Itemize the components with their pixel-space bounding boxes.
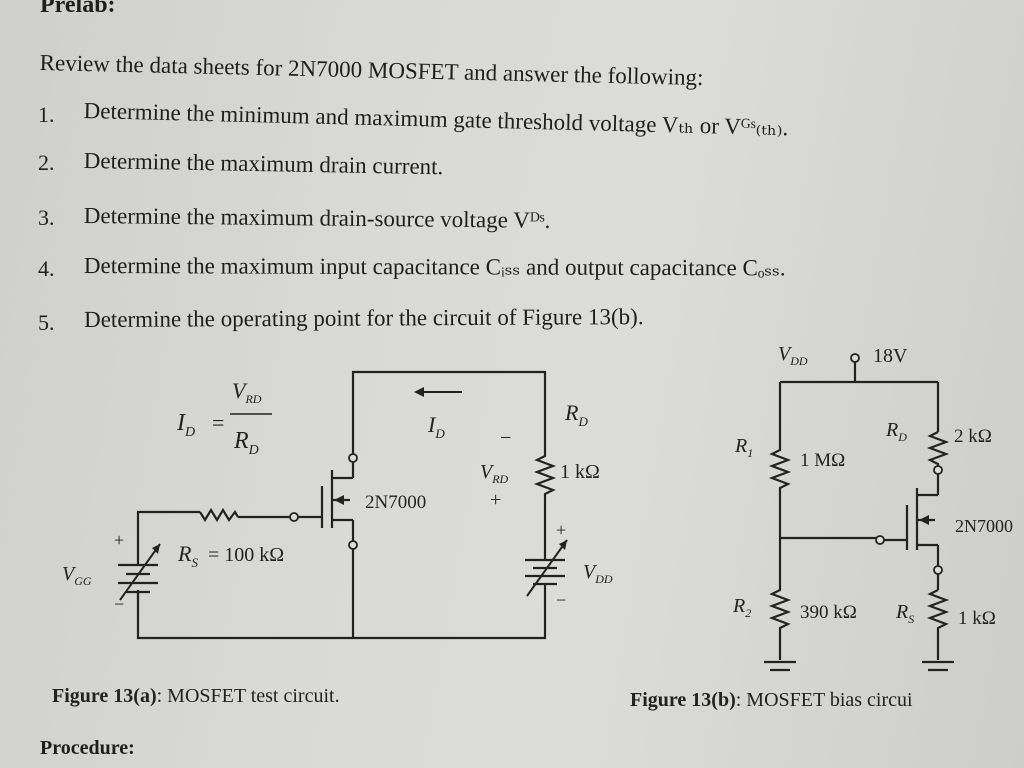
figure-13a: VRD ID = RD ID RD − VRD 1 kΩ + [52, 370, 613, 707]
rd-resistor [533, 450, 557, 500]
formula-lhs: ID [176, 410, 195, 440]
question-number: 3. [38, 205, 55, 230]
vdd-terminal [850, 353, 860, 363]
prelab-heading: Prelab: [40, 0, 116, 18]
id-arrow-head [414, 387, 424, 397]
procedure-heading: Procedure: [40, 737, 135, 759]
rs-resistor [199, 507, 239, 523]
rs-value: = 100 kΩ [208, 544, 284, 566]
figure-13b: VDD 18V R1 1 MΩ RD 2 kΩ 2N7000 [630, 343, 1013, 711]
r2-resistor [768, 538, 792, 660]
figure-13b-caption: Figure 13(b): MOSFET bias circui [630, 689, 913, 711]
vgg-plus: + [114, 530, 124, 550]
vdd-a-plus: + [556, 520, 566, 540]
rd-label: RD [564, 400, 588, 429]
mosfet-a-label: 2N7000 [365, 492, 426, 513]
id-label: ID [427, 412, 445, 441]
rs-b-resistor [926, 589, 950, 660]
r1-resistor [768, 445, 792, 538]
vdd-b-value: 18V [873, 345, 908, 367]
vgg-label: VGG [62, 563, 92, 588]
vgg-minus: − [114, 594, 124, 614]
figure-13a-caption: Figure 13(a): MOSFET test circuit. [52, 685, 340, 707]
rs-b-label: RS [895, 601, 914, 626]
formula-denominator: RD [233, 428, 259, 458]
question-number: 5. [38, 310, 55, 335]
r1-label: R1 [734, 435, 753, 460]
ground-symbol-left [764, 660, 796, 672]
formula-numerator: VRD [232, 378, 262, 406]
question-number: 1. [38, 102, 55, 127]
vdd-a-label: VDD [583, 561, 613, 586]
vdd-b-label: VDD [778, 343, 808, 368]
vgg-to-rs-wire [136, 510, 200, 555]
top-wire [351, 370, 547, 450]
r2-label: R2 [732, 595, 751, 620]
vrd-plus: + [490, 489, 501, 511]
rs-b-value: 1 kΩ [958, 608, 996, 629]
bottom-wire [136, 590, 547, 640]
r1-value: 1 MΩ [800, 450, 845, 471]
vrd-minus: − [500, 427, 511, 449]
vdd-a-minus: − [556, 590, 566, 610]
mosfet-2n7000-a [289, 448, 358, 555]
rd-b-value: 2 kΩ [954, 426, 992, 447]
question-number: 4. [38, 256, 55, 281]
mosfet-b-label: 2N7000 [955, 516, 1013, 536]
r2-value: 390 kΩ [800, 602, 857, 623]
vrd-label: VRD [480, 461, 509, 486]
ground-symbol-right [922, 660, 954, 672]
vgg-battery [118, 543, 161, 601]
rd-value: 1 kΩ [560, 461, 600, 483]
formula-equals: = [212, 410, 224, 435]
mosfet-2n7000-b [875, 465, 943, 590]
rd-b-resistor [926, 431, 950, 495]
vdd-battery-a [525, 539, 568, 597]
rs-label: RS [177, 541, 198, 570]
rd-b-label: RD [885, 419, 907, 444]
question-number: 2. [38, 150, 55, 175]
